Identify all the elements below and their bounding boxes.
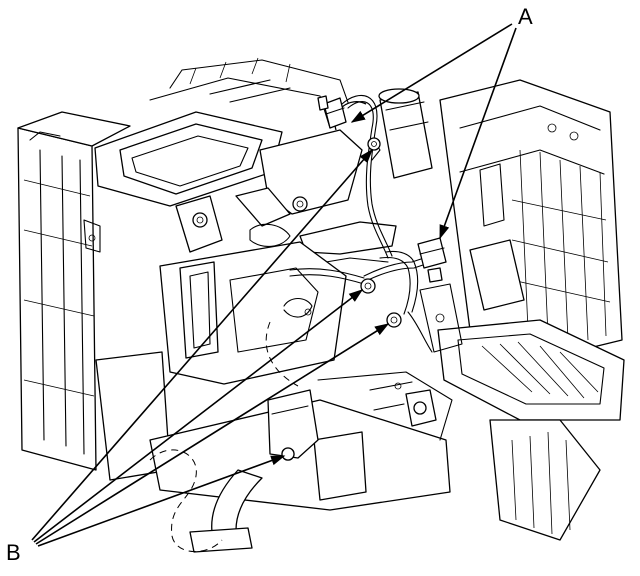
upper-duct xyxy=(94,57,351,207)
leader-a-lower xyxy=(439,27,517,240)
right-blower-housing xyxy=(439,79,623,361)
connector-a-lower xyxy=(417,237,447,283)
harness-clips xyxy=(281,137,402,461)
leader-b-4 xyxy=(37,455,286,547)
clip-lower xyxy=(281,447,295,461)
leader-b-1 xyxy=(31,148,373,541)
callout-label-b: B xyxy=(6,540,21,565)
clip-middle-left xyxy=(360,278,376,294)
clip-middle-right xyxy=(386,312,402,328)
callout-b-leaders xyxy=(31,148,390,547)
leader-a-upper xyxy=(350,23,513,123)
clip-upper xyxy=(367,137,381,151)
callout-a-leaders xyxy=(350,23,517,240)
connector-a-upper xyxy=(317,95,347,129)
center-bracket-assembly xyxy=(175,129,397,269)
left-housing xyxy=(17,111,131,471)
drain-pipe xyxy=(149,321,299,553)
leader-b-3 xyxy=(35,323,390,545)
leader-b-2 xyxy=(33,289,364,543)
center-body xyxy=(159,241,347,385)
callout-label-a: A xyxy=(518,4,533,29)
right-lower-housing xyxy=(419,283,625,541)
